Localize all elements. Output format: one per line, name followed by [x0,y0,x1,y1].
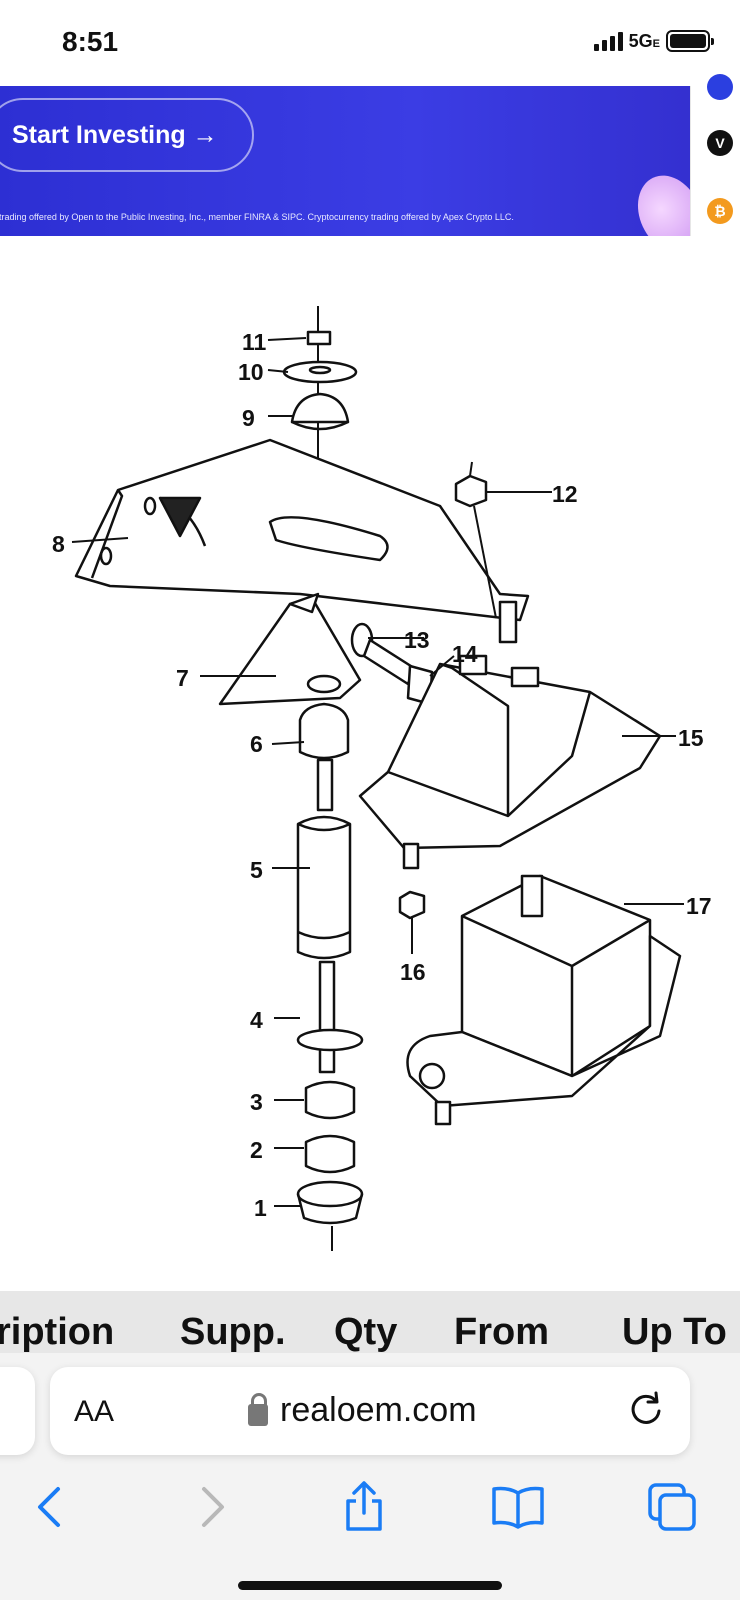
callout-1: 1 [254,1195,267,1221]
ad-side-panel: V ₿ [690,74,740,236]
callout-6: 6 [250,731,263,757]
callout-10: 10 [238,359,264,385]
status-indicators: 5GE [593,30,714,52]
signal-icon [593,31,623,51]
tabs-icon[interactable] [644,1479,700,1535]
callout-16: 16 [400,959,426,985]
column-description: ription [0,1311,115,1353]
callout-11: 11 [242,329,267,355]
callout-12: 12 [552,481,578,507]
callout-9: 9 [242,405,255,431]
callout-5: 5 [250,857,263,883]
bookmarks-icon[interactable] [490,1479,546,1535]
callout-2: 2 [250,1137,263,1163]
network-type: 5GE [628,30,660,51]
browser-toolbar [0,1473,740,1543]
callout-8: 8 [52,531,65,557]
home-indicator[interactable] [238,1581,502,1590]
ad-banner[interactable]: Start Investing → s trading offered by O… [0,86,690,236]
forward-icon[interactable] [182,1479,238,1535]
column-supp: Supp. [180,1311,286,1353]
callout-4: 4 [250,1007,263,1033]
bitcoin-icon: ₿ [707,198,733,224]
battery-icon [666,30,714,52]
address-bar[interactable]: AA realoem.com [50,1367,690,1455]
coin-icon [707,74,733,100]
ad-disclaimer: s trading offered by Open to the Public … [0,212,514,222]
reload-icon[interactable] [626,1389,666,1429]
start-investing-button[interactable]: Start Investing → [0,98,254,172]
callout-14: 14 [452,641,478,667]
parts-diagram: 11 10 9 8 7 6 5 4 3 2 1 12 13 14 15 16 1… [0,236,740,1291]
status-time: 8:51 [62,26,119,57]
column-qty: Qty [334,1311,398,1353]
callout-7: 7 [176,665,189,691]
ad-graphic [625,165,690,236]
lock-icon [248,1392,268,1426]
previous-tab-preview[interactable] [0,1367,35,1455]
column-from: From [454,1311,549,1353]
status-bar: 8:51 5GE [0,0,740,86]
back-icon[interactable] [24,1479,80,1535]
url-text: realoem.com [280,1391,477,1429]
share-icon[interactable] [336,1479,392,1535]
column-up-to: Up To [622,1311,727,1353]
callout-13: 13 [404,627,430,653]
crypto-coin-icon: V [707,130,733,156]
callout-15: 15 [678,725,704,751]
parts-table-header: ription Supp. Qty From Up To [0,1291,740,1353]
url-field[interactable]: realoem.com [248,1391,477,1430]
text-size-button[interactable]: AA [74,1395,115,1428]
browser-bottom-bar: AA realoem.com [0,1353,740,1600]
callout-17: 17 [686,893,712,919]
engine-mount-exploded-view: 11 10 9 8 7 6 5 4 3 2 1 12 13 14 15 16 1… [52,306,712,1251]
callout-3: 3 [250,1089,263,1115]
